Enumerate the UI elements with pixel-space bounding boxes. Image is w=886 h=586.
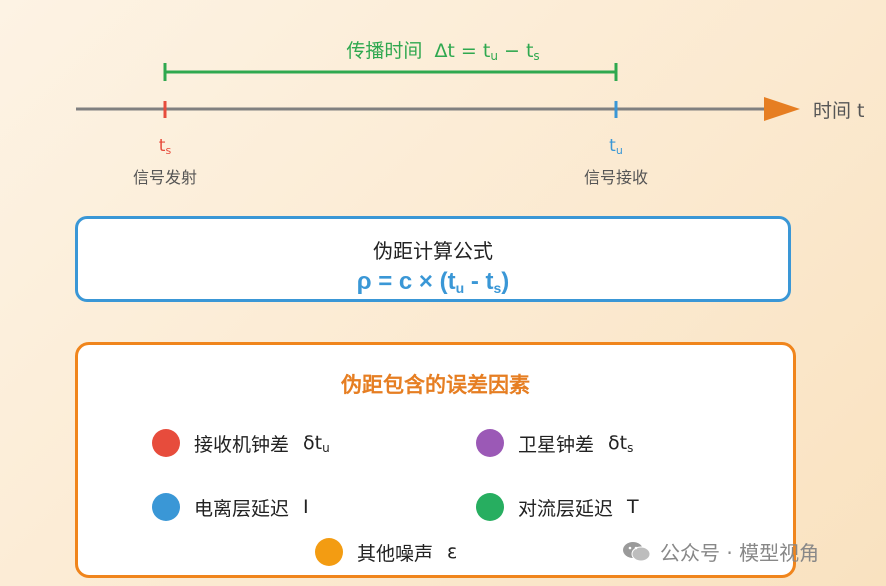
error-symbol-main: δt	[303, 431, 323, 454]
time-axis-arrowhead	[764, 97, 800, 121]
receive-label: 信号接收	[583, 168, 648, 187]
send-symbol-sub: s	[165, 144, 172, 157]
wechat-icon	[623, 541, 651, 561]
formula-expr-mid: - t	[464, 268, 494, 295]
formula-expr-sub-u: u	[455, 280, 465, 296]
purple-dot-icon	[476, 429, 504, 457]
error-factors-title: 伪距包含的误差因素	[341, 373, 530, 397]
error-item-ionosphere: 电离层延迟 I	[152, 493, 309, 521]
error-item-label: 卫星钟差	[518, 433, 595, 456]
send-label: 信号发射	[132, 168, 197, 187]
propagation-formula-prefix: Δt = t	[434, 40, 491, 62]
receive-symbol: t	[609, 136, 616, 156]
error-symbol-sub: u	[322, 440, 330, 455]
orange-dot-icon	[315, 538, 343, 566]
error-symbol-main: δt	[608, 431, 628, 454]
red-dot-icon	[152, 429, 180, 457]
error-item-symbol: δtu	[303, 432, 330, 455]
error-factors-box: 伪距包含的误差因素 接收机钟差 δtu 卫星钟差 δts 电离层延迟 I 对流层…	[75, 342, 796, 578]
watermark: 公众号 · 模型视角	[622, 537, 819, 566]
receive-time-symbol: tu	[586, 136, 646, 157]
error-item-noise: 其他噪声 ε	[315, 538, 457, 566]
error-item-symbol: T	[627, 496, 639, 518]
green-dot-icon	[476, 493, 504, 521]
error-item-receiver-clock: 接收机钟差 δtu	[152, 429, 330, 457]
propagation-formula-sub-s: s	[533, 49, 540, 63]
formula-box: 伪距计算公式 ρ = c × (tu - ts)	[75, 216, 791, 302]
formula-expr-sub-s: s	[493, 280, 502, 296]
error-item-label: 其他噪声	[357, 542, 434, 565]
send-time-symbol: ts	[135, 136, 195, 157]
time-axis-label: 时间 t	[813, 100, 865, 122]
error-item-symbol: δts	[608, 432, 633, 455]
formula-expr-suffix: )	[501, 268, 510, 295]
propagation-title: 传播时间	[346, 40, 423, 62]
blue-dot-icon	[152, 493, 180, 521]
error-item-label: 电离层延迟	[194, 497, 290, 520]
error-item-symbol: I	[303, 496, 309, 518]
error-item-label: 接收机钟差	[194, 433, 290, 456]
send-symbol: t	[158, 136, 166, 156]
watermark-text: 公众号 · 模型视角	[660, 541, 820, 565]
error-symbol-sub: s	[627, 440, 634, 455]
timeline-diagram	[76, 63, 800, 121]
formula-expression: ρ = c × (tu - ts)	[78, 268, 788, 296]
formula-title: 伪距计算公式	[373, 239, 493, 263]
error-item-satellite-clock: 卫星钟差 δts	[476, 429, 633, 457]
propagation-formula-sub-u: u	[490, 49, 498, 63]
error-item-symbol: ε	[447, 541, 458, 563]
receive-symbol-sub: u	[615, 144, 623, 157]
propagation-time-label: 传播时间 Δt = tu − ts	[0, 36, 886, 63]
propagation-formula-mid: − t	[497, 40, 534, 62]
error-item-label: 对流层延迟	[518, 497, 614, 520]
error-item-troposphere: 对流层延迟 T	[476, 493, 639, 521]
formula-expr-prefix: ρ = c × (t	[356, 268, 456, 295]
